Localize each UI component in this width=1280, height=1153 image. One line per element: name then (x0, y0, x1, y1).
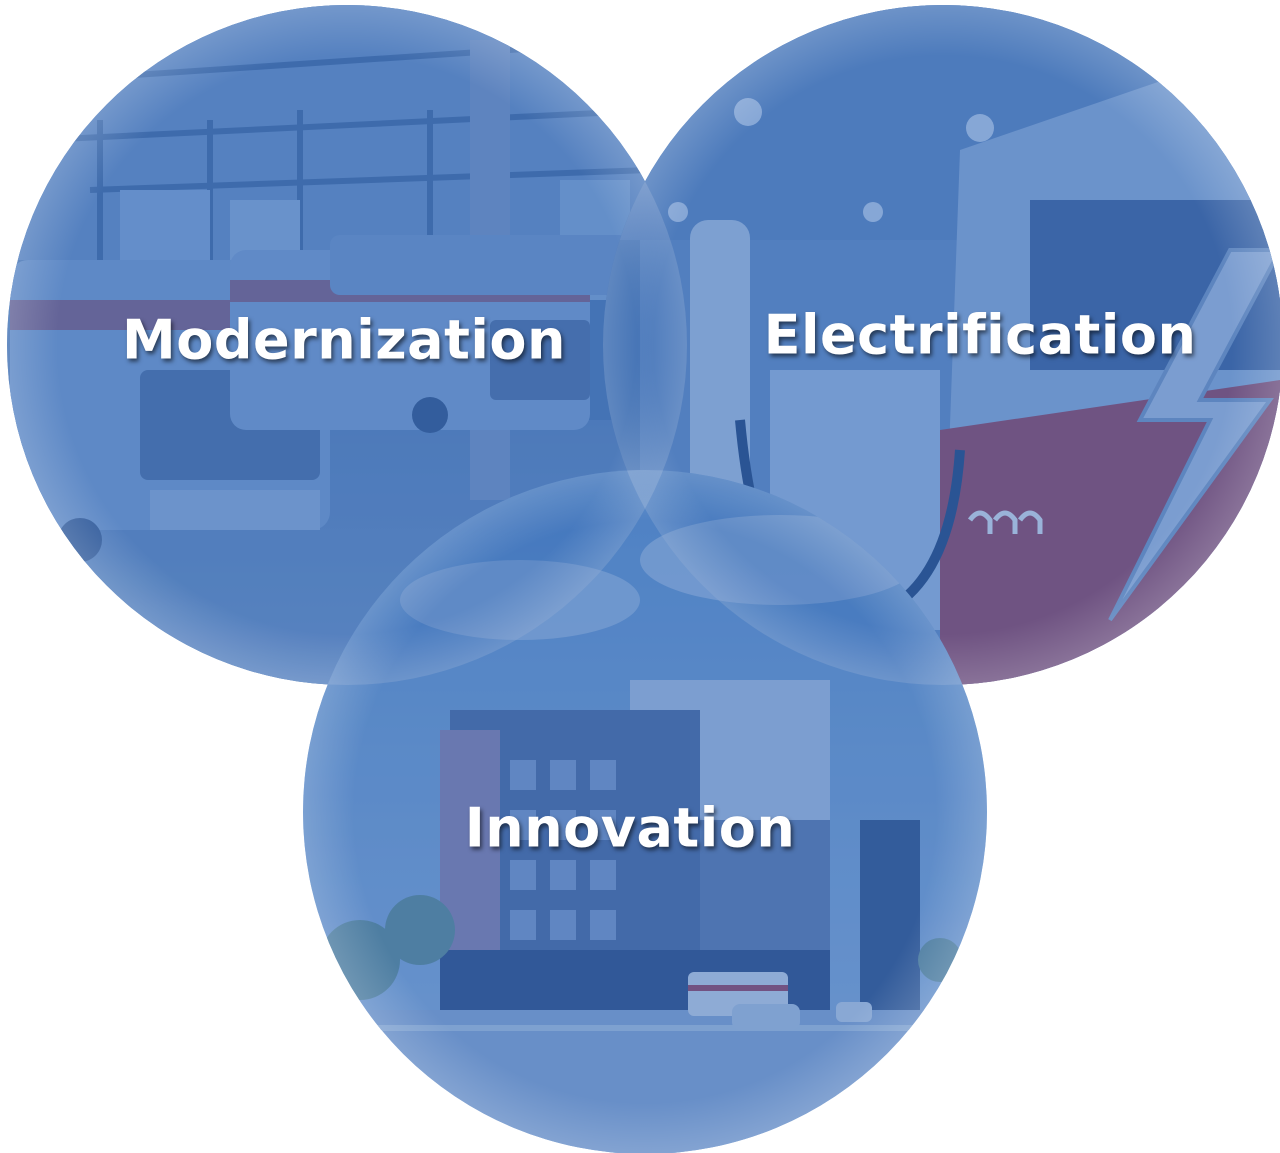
label-electrification: Electrification (763, 303, 1197, 367)
label-modernization: Modernization (122, 308, 566, 372)
label-innovation: Innovation (464, 796, 796, 860)
venn-circles (7, 5, 1280, 1153)
